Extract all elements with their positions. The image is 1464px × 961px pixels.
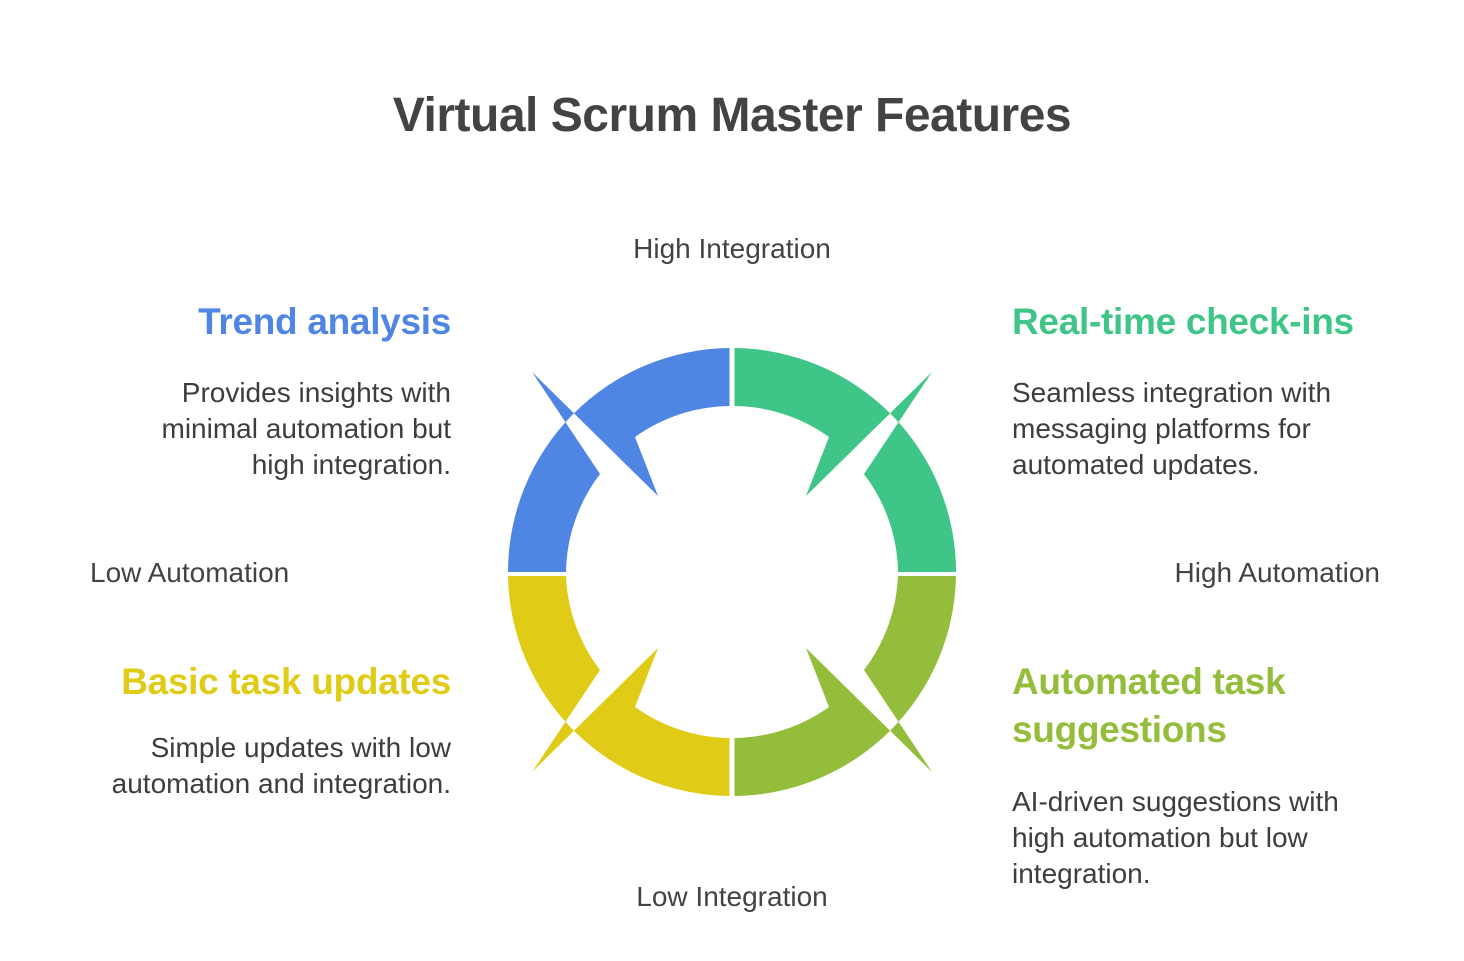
quadrant-title-automated-task-suggestions: Automated task suggestions bbox=[1012, 661, 1286, 750]
quadrant-title-real-time-check-ins: Real-time check-ins bbox=[1012, 301, 1354, 342]
quadrant-desc-real-time-check-ins: Seamless integration with messaging plat… bbox=[1012, 377, 1332, 480]
segment-top-right bbox=[734, 348, 956, 572]
quadrant-title-trend-analysis: Trend analysis bbox=[198, 301, 451, 342]
quadrant-desc-trend-analysis: Provides insights with minimal automatio… bbox=[161, 377, 451, 480]
axis-label-top: High Integration bbox=[633, 233, 831, 264]
diagram-title: Virtual Scrum Master Features bbox=[392, 89, 1072, 142]
quadrant-title-basic-task-updates: Basic task updates bbox=[121, 661, 451, 702]
segment-bottom-left bbox=[508, 576, 730, 796]
quadrant-desc-automated-task-suggestions: AI-driven suggestions with high automati… bbox=[1012, 786, 1339, 889]
segment-bottom-right bbox=[734, 576, 956, 796]
quadrant-desc-basic-task-updates: Simple updates with low automation and i… bbox=[111, 732, 451, 799]
axis-label-right: High Automation bbox=[1174, 557, 1380, 588]
axis-label-left: Low Automation bbox=[90, 557, 290, 588]
axis-label-bottom: Low Integration bbox=[636, 881, 828, 912]
segment-top-left bbox=[508, 348, 730, 572]
